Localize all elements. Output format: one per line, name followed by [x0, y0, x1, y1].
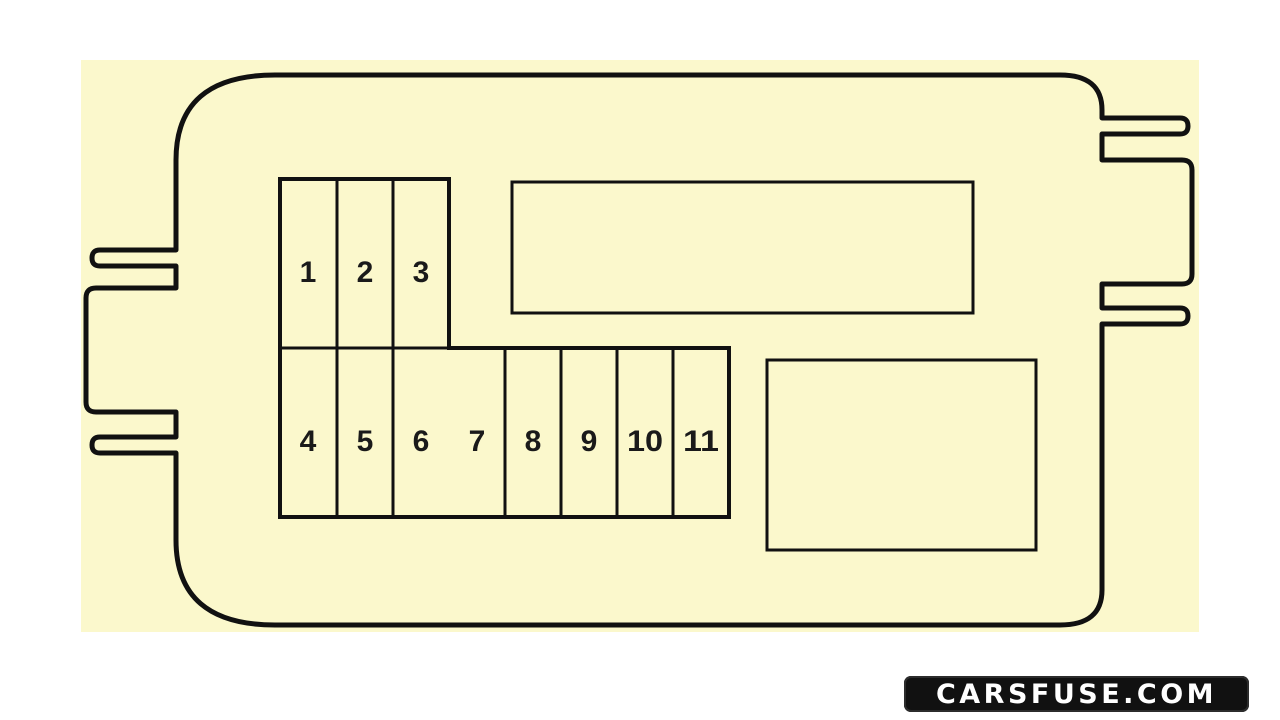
lower-relay-block — [765, 358, 1038, 552]
watermark-text: CARSFUSE.COM — [935, 678, 1218, 710]
upper-relay-block — [510, 180, 975, 315]
fuse-grid-outline — [278, 177, 731, 519]
fuse-label-9: 9 — [581, 425, 598, 458]
fuse-label-3: 3 — [413, 256, 430, 289]
fuse-label-11: 11 — [683, 425, 719, 458]
fuse-label-8: 8 — [525, 425, 542, 458]
fuse-label-4: 4 — [300, 425, 317, 458]
fuse-grid-separators — [335, 179, 675, 517]
site-watermark: CARSFUSE.COM — [904, 676, 1249, 712]
fuse-box-housing — [83, 72, 1195, 628]
fuse-label-6: 6 — [413, 425, 430, 458]
fuse-label-1: 1 — [300, 256, 317, 289]
fuse-label-5: 5 — [357, 425, 374, 458]
fuse-label-2: 2 — [357, 256, 374, 289]
fuse-label-7: 7 — [469, 425, 486, 458]
fuse-label-10: 10 — [627, 425, 663, 458]
